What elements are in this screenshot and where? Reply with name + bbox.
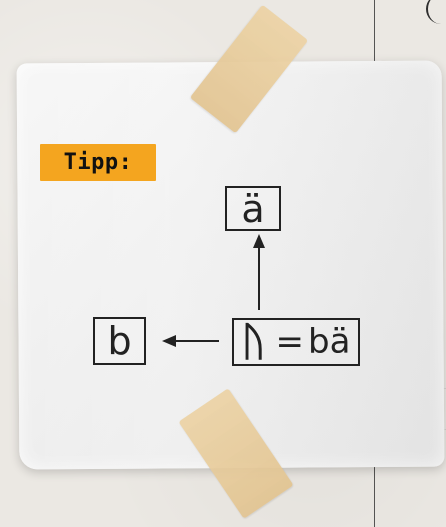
- background-bracket-top: [426, 0, 446, 24]
- target-box-top-text: ä: [241, 186, 265, 231]
- up-arrow-stem: [258, 247, 260, 310]
- tip-badge: Tipp:: [40, 144, 156, 181]
- target-box-left: b: [93, 317, 146, 365]
- left-arrow-stem: [175, 340, 219, 342]
- target-box-top: ä: [225, 186, 281, 231]
- up-arrow-icon: [253, 234, 265, 248]
- target-box-left-text: b: [107, 319, 132, 363]
- equation-word: bä: [308, 322, 351, 362]
- equals-sign: =: [275, 322, 305, 362]
- main-equation-box: ᚢ = bä: [232, 318, 360, 366]
- rune-glyph: ᚢ: [241, 319, 266, 365]
- left-arrow-icon: [162, 335, 176, 347]
